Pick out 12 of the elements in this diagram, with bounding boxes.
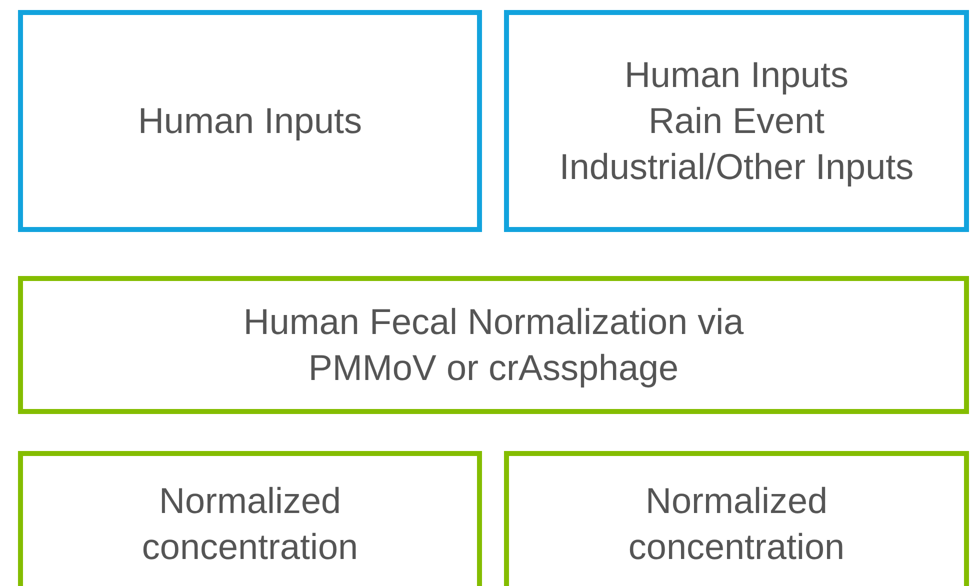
box-text: Normalized concentration <box>627 479 846 569</box>
text-box <box>504 451 969 586</box>
box-text: Industrial/Other Inputs <box>558 145 915 189</box>
box-text: Rain Event <box>647 99 826 143</box>
text-box <box>18 276 969 414</box>
text-box <box>18 451 482 586</box>
box-text: Human Inputs <box>623 53 850 97</box>
text-box <box>504 10 969 232</box>
text-box <box>18 10 482 232</box>
box-text: Human Fecal Normalization via PMMoV or crAssphage <box>242 300 745 390</box>
box-text: Human Inputs <box>136 99 364 143</box>
box-text: Normalized concentration <box>140 479 360 569</box>
